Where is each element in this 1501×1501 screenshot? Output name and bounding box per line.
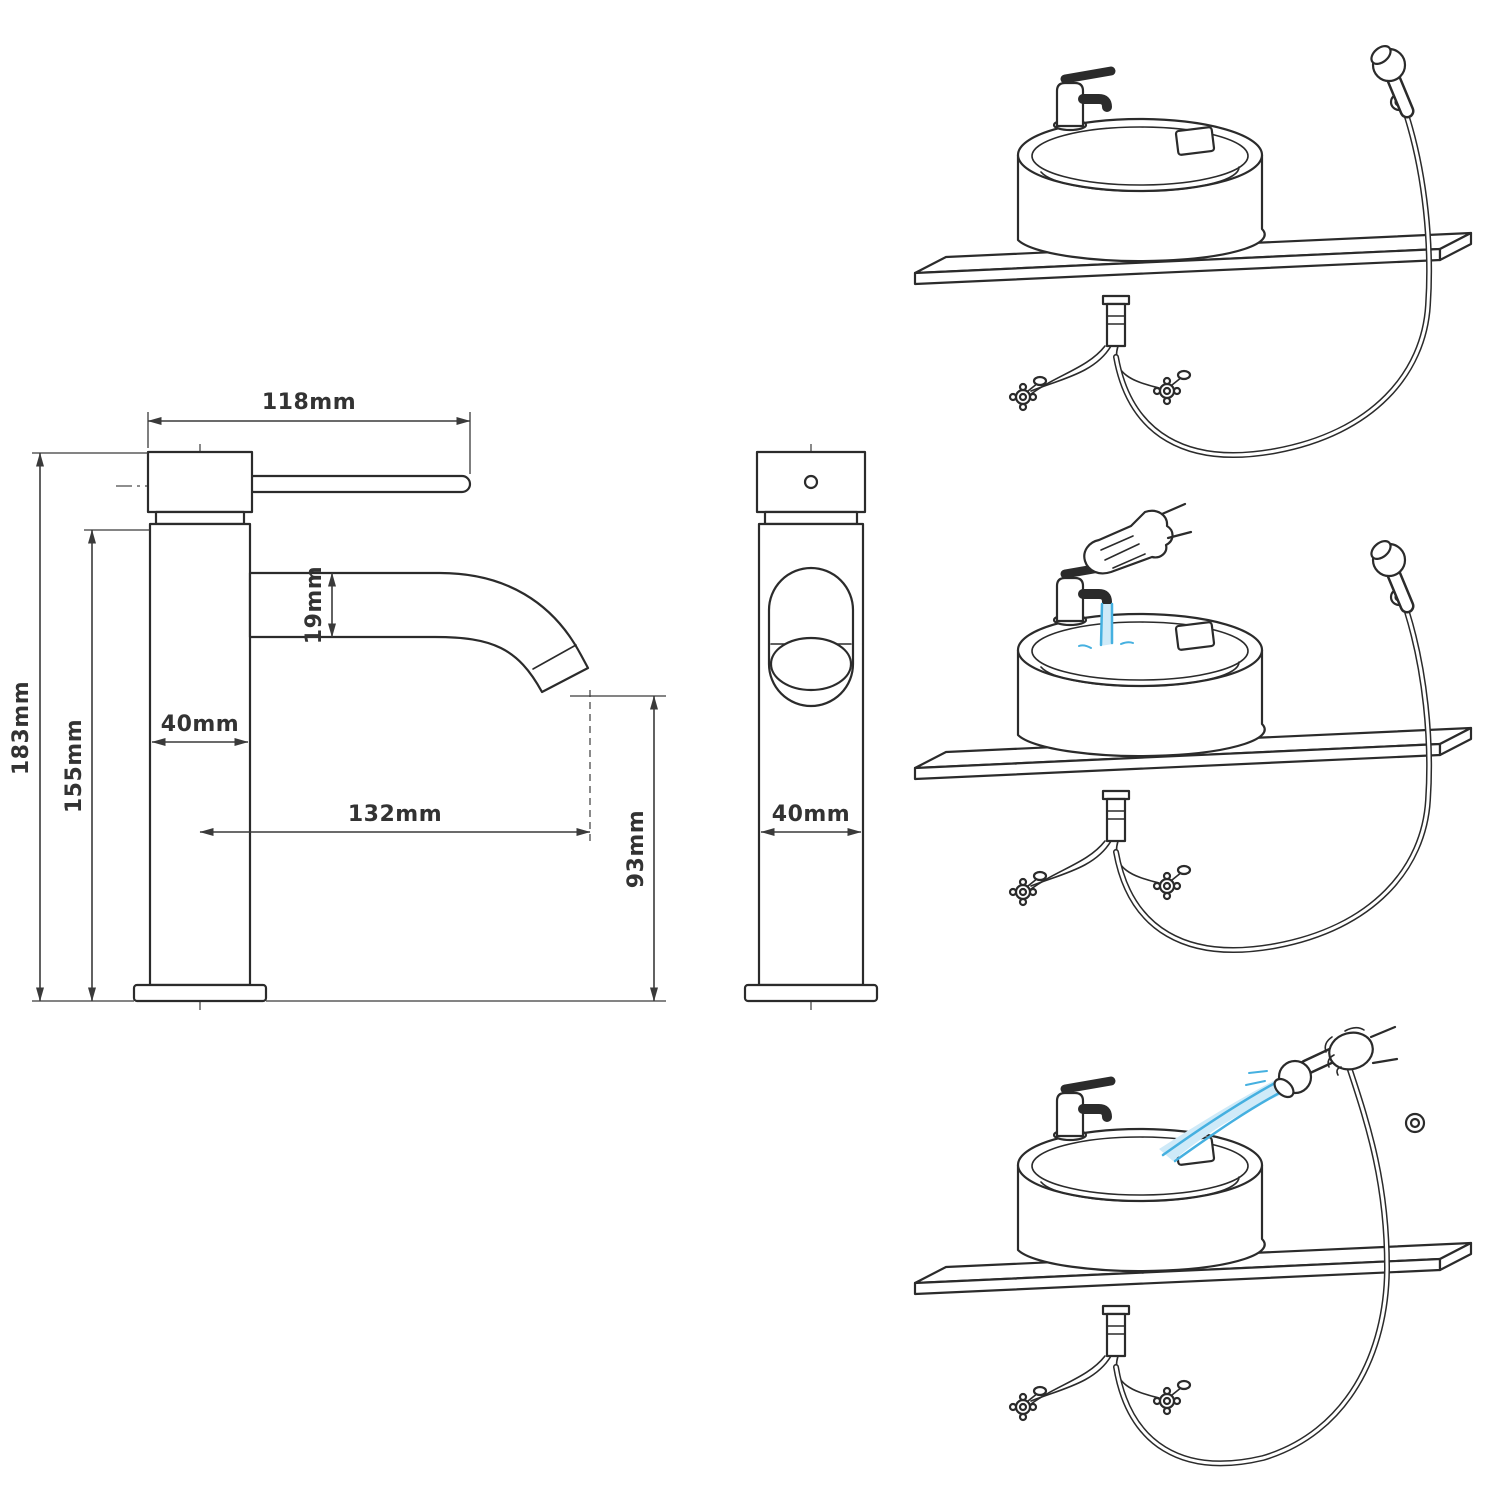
- usage-illustrations: [915, 43, 1471, 1467]
- dim-label-155: 155mm: [62, 719, 87, 813]
- scene-base: [915, 566, 1471, 905]
- spout: [248, 571, 590, 694]
- hand-operating-faucet: [1083, 502, 1193, 575]
- dim-label-183: 183mm: [9, 681, 34, 775]
- handle-pin: [803, 474, 819, 490]
- water-stream-faucet: [1078, 602, 1134, 649]
- collar-ring: [154, 510, 246, 526]
- aerator-line: [532, 644, 577, 670]
- wall-holder-empty: [1404, 1112, 1426, 1134]
- water-spray: [1159, 1070, 1285, 1163]
- spout-outlet: [769, 636, 853, 692]
- illustration-sprayer-use: [915, 1025, 1471, 1467]
- dim-label-19: 19mm: [302, 566, 327, 644]
- collar-ring-front: [763, 510, 859, 526]
- dim-label-118: 118mm: [262, 390, 356, 415]
- dim-label-93: 93mm: [624, 810, 649, 888]
- front-view: [743, 450, 879, 1003]
- base-plate: [132, 983, 268, 1003]
- handle-cap: [146, 450, 254, 514]
- scene-base: [915, 71, 1471, 410]
- illustration-faucet-use: [915, 502, 1471, 950]
- hose-from-hand: [1113, 1067, 1391, 1467]
- faucet-body: [148, 522, 252, 987]
- hand-outline: [1083, 509, 1174, 575]
- illustration-installed: [915, 43, 1471, 455]
- base-plate-front: [743, 983, 879, 1003]
- handle-lever: [244, 474, 472, 494]
- technical-drawing: 118mm 183mm 155mm 40mm 19mm 132mm 93mm 4…: [9, 390, 879, 1010]
- hand-holding-sprayer: [1273, 1025, 1399, 1099]
- wrist-lines: [1160, 502, 1193, 540]
- sprayer-face: [1273, 1077, 1295, 1099]
- dim-label-40-body: 40mm: [161, 712, 239, 737]
- fist-outline: [1328, 1031, 1374, 1071]
- dimensions: 118mm 183mm 155mm 40mm 19mm 132mm 93mm 4…: [9, 390, 862, 1002]
- thumb-line: [1344, 1026, 1365, 1032]
- dim-label-132: 132mm: [348, 802, 442, 827]
- dim-label-40-front: 40mm: [772, 802, 850, 827]
- wrist-lines: [1369, 1025, 1399, 1065]
